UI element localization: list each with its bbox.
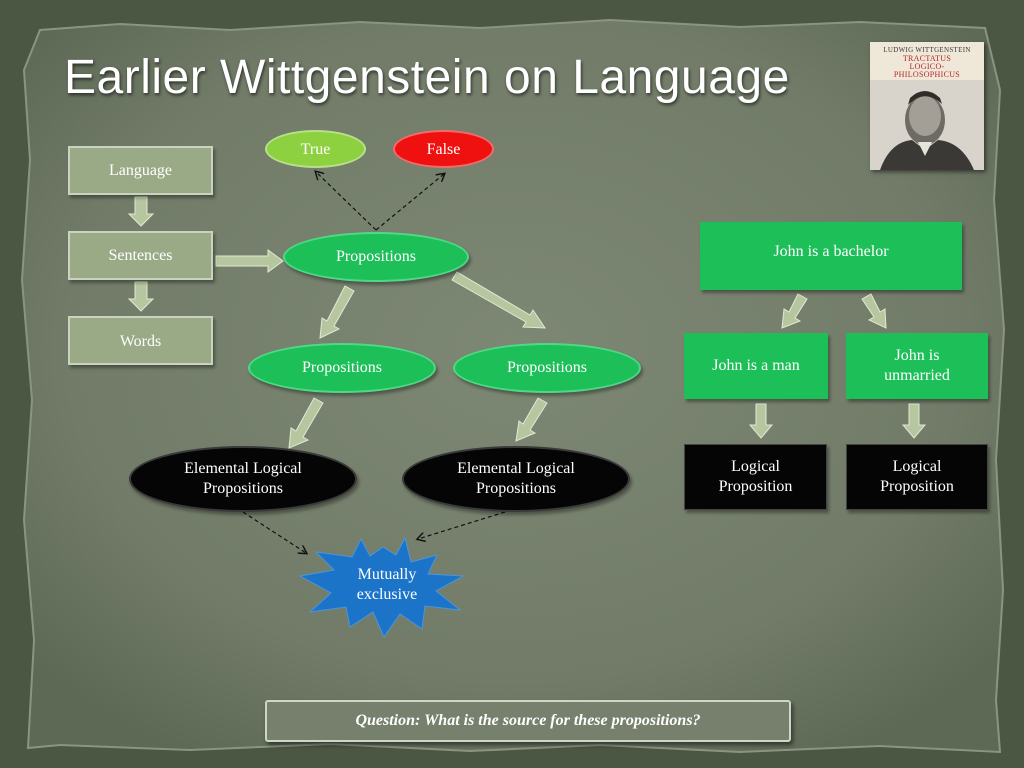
- box-language: Language: [68, 146, 213, 195]
- ellipse-elemental-left: Elemental Logical Propositions: [129, 446, 357, 512]
- mutually-exclusive-burst: [298, 536, 465, 639]
- arrow-left-to-elemental: [288, 397, 324, 449]
- book-title-line-3: PHILOSOPHICUS: [893, 70, 961, 79]
- dashed-arrow-to-false: [375, 174, 444, 231]
- slide-title: Earlier Wittgenstein on Language: [64, 51, 790, 104]
- dashed-arrow-elemental-left-to-burst: [242, 511, 306, 553]
- book-title-line-1: TRACTATUS: [902, 54, 952, 63]
- arrow-sentences-words: [127, 281, 155, 312]
- box-john-unmarried: John is unmarried: [846, 333, 988, 399]
- dashed-arrow-elemental-right-to-burst: [418, 511, 506, 539]
- ellipse-propositions-left: Propositions: [248, 343, 436, 393]
- question-bar: Question: What is the source for these p…: [265, 700, 791, 742]
- mutually-exclusive-label: Mutually exclusive: [356, 566, 418, 603]
- arrow-unmarried-logical: [901, 403, 927, 439]
- arrow-man-logical: [748, 403, 774, 439]
- arrow-bachelor-unmarried: [861, 293, 887, 329]
- ellipse-true: True: [265, 130, 366, 168]
- arrow-bachelor-man: [781, 293, 808, 329]
- ellipse-elemental-right: Elemental Logical Propositions: [402, 446, 630, 512]
- ellipse-propositions-top: Propositions: [283, 232, 469, 282]
- arrow-prop-to-right: [451, 271, 546, 329]
- dashed-arrow-to-true: [316, 172, 377, 231]
- arrow-language-sentences: [127, 196, 155, 227]
- arrow-prop-to-left: [319, 285, 355, 339]
- box-words: Words: [68, 316, 213, 365]
- box-logical-proposition-left: Logical Proposition: [684, 444, 827, 510]
- arrow-sentences-propositions: [215, 249, 284, 273]
- arrow-right-to-elemental: [515, 397, 548, 442]
- book-author: LUDWIG WITTGENSTEIN: [883, 46, 971, 54]
- portrait-photo: [870, 80, 984, 170]
- box-logical-proposition-right: Logical Proposition: [846, 444, 988, 510]
- box-john-man: John is a man: [684, 333, 828, 399]
- book-title-line-2: LOGICO-: [909, 62, 945, 71]
- tractatus-book-cover: LUDWIG WITTGENSTEIN TRACTATUS LOGICO- PH…: [870, 42, 984, 170]
- ellipse-propositions-right: Propositions: [453, 343, 641, 393]
- ellipse-false: False: [393, 130, 494, 168]
- box-sentences: Sentences: [68, 231, 213, 280]
- book-title: TRACTATUS LOGICO- PHILOSOPHICUS: [870, 55, 984, 79]
- box-john-bachelor: John is a bachelor: [700, 222, 962, 290]
